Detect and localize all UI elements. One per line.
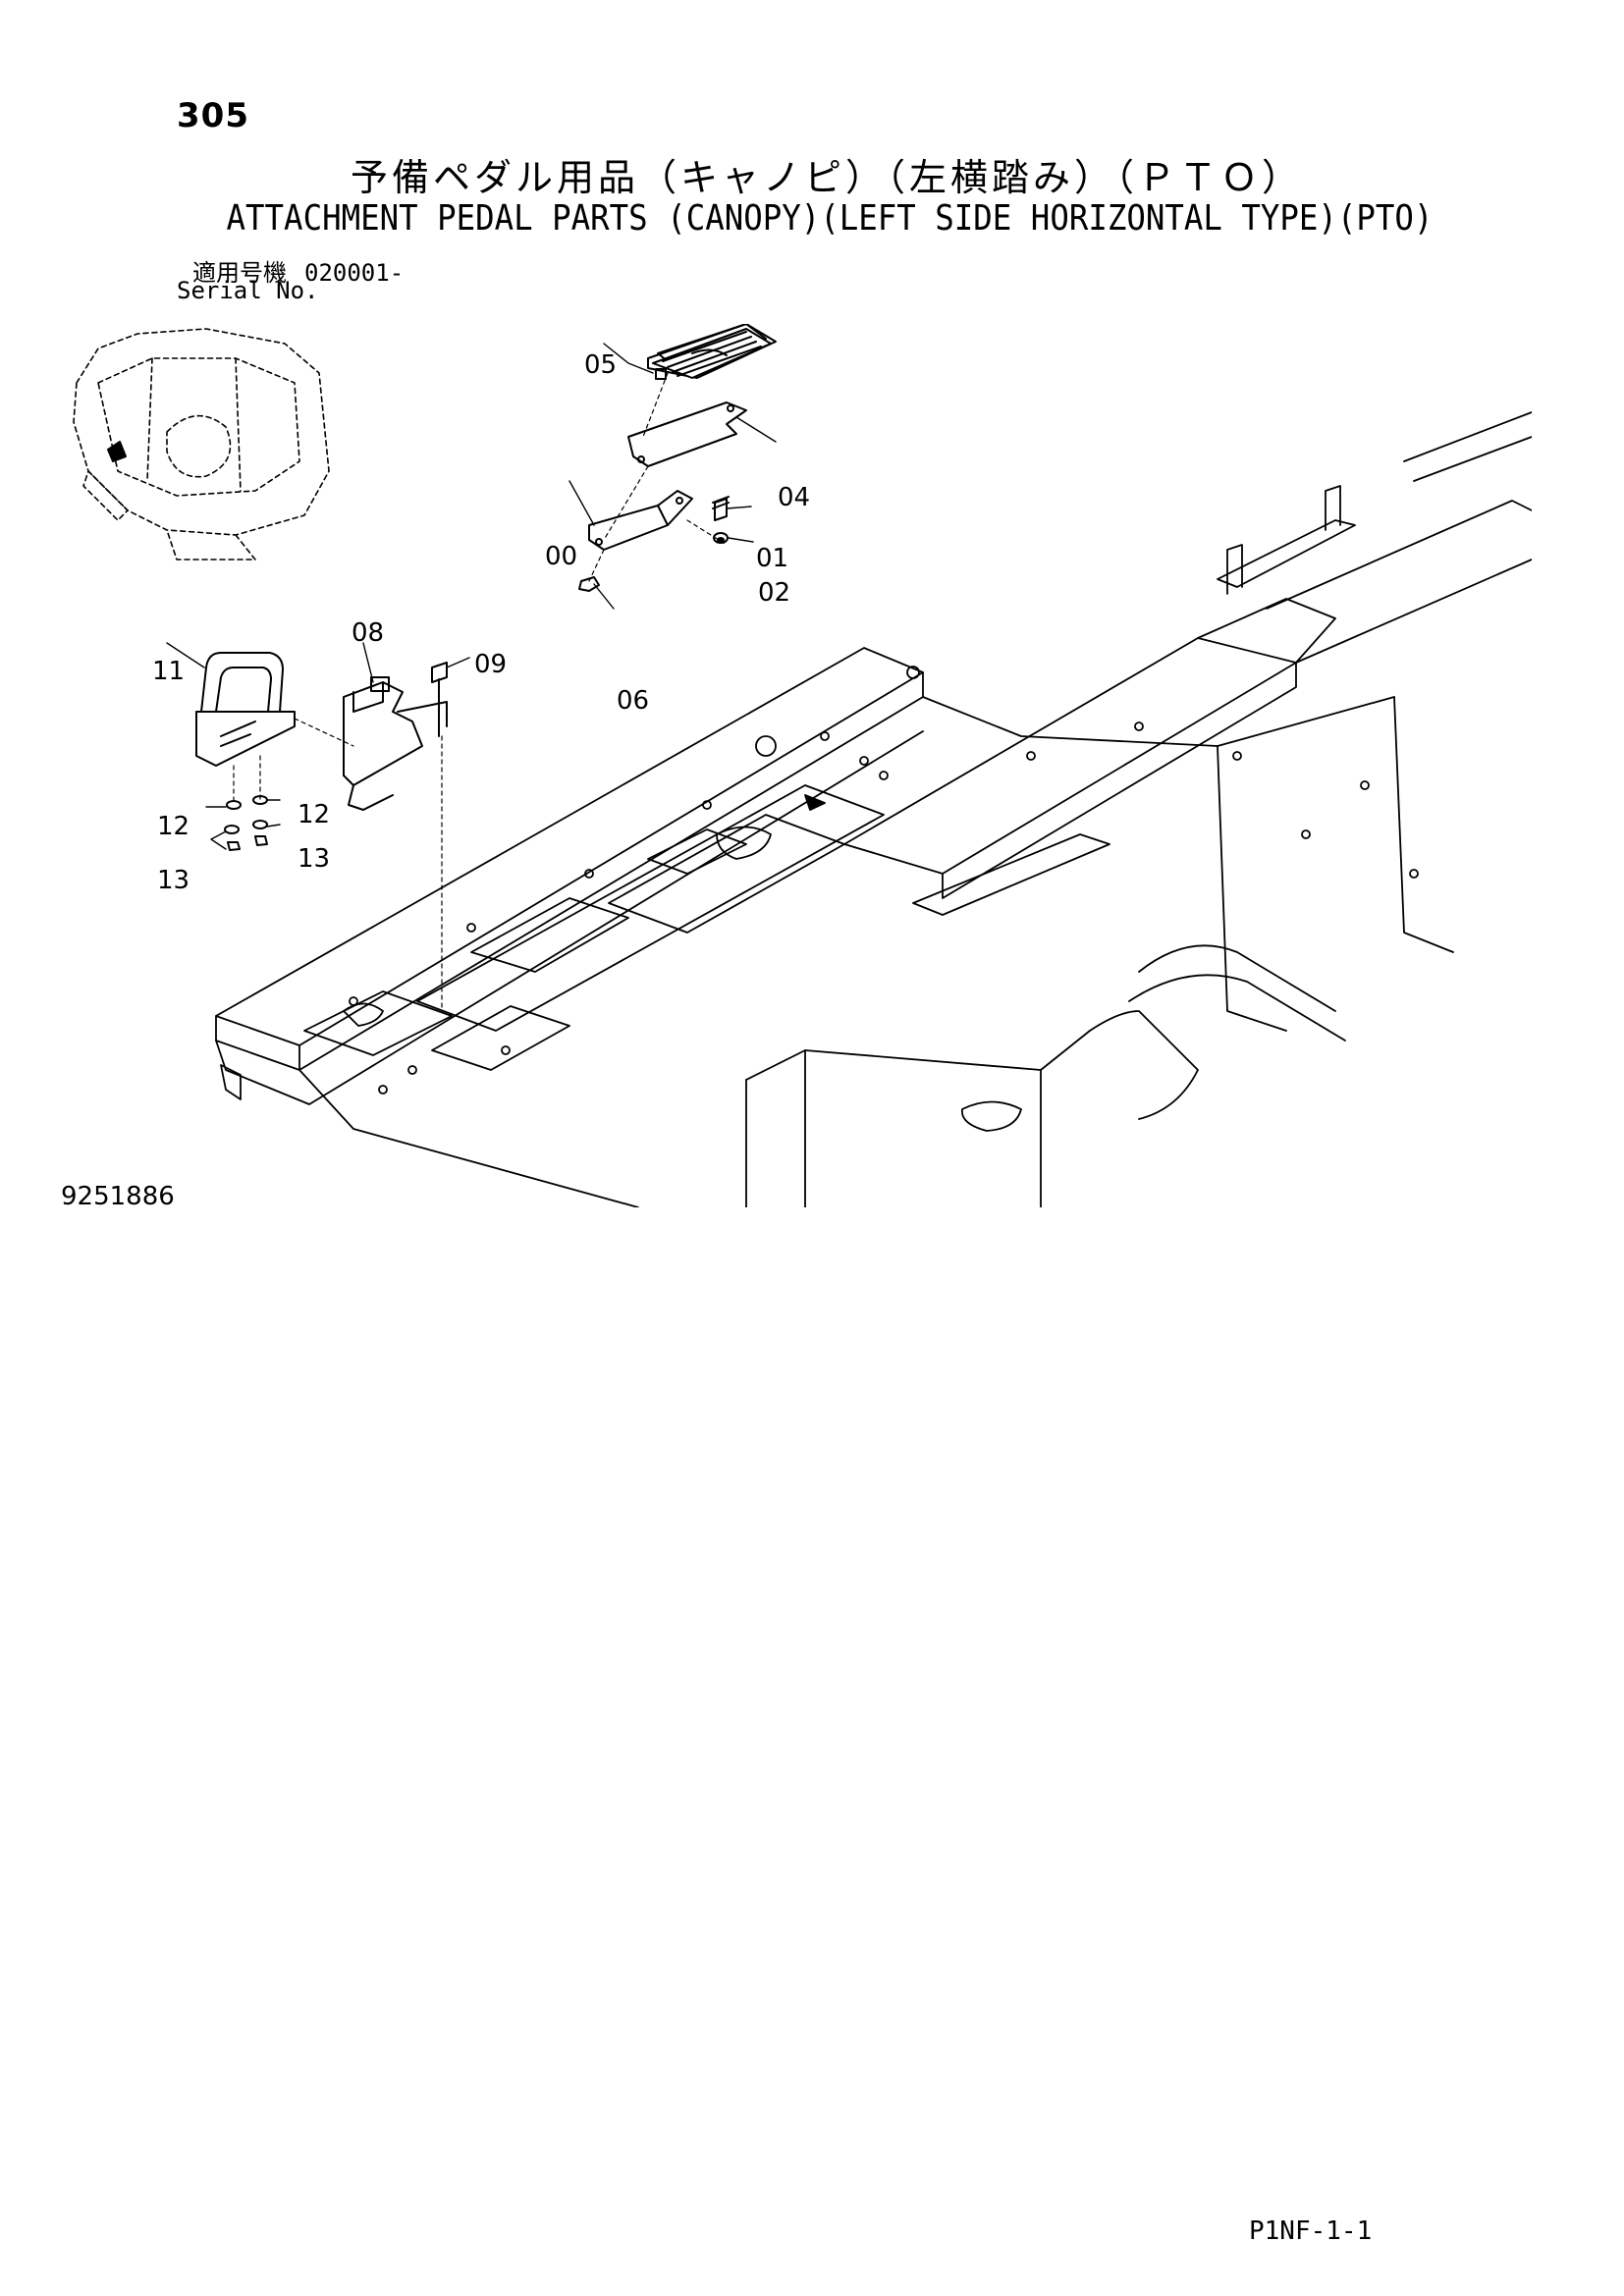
page-code: P1NF-1-1 bbox=[1249, 2216, 1373, 2246]
serial-label-english: Serial No. bbox=[177, 277, 319, 304]
washer-13-left bbox=[224, 825, 241, 851]
leader-lines bbox=[166, 343, 777, 850]
callout-06: 06 bbox=[617, 686, 649, 716]
callout-13-right: 13 bbox=[298, 844, 330, 874]
title-english: ATTACHMENT PEDAL PARTS (CANOPY)(LEFT SID… bbox=[226, 198, 1434, 239]
nut-06 bbox=[578, 576, 600, 592]
bolt-01 bbox=[712, 496, 730, 521]
callout-12-right: 12 bbox=[298, 800, 330, 829]
cab-thumbnail bbox=[73, 328, 330, 561]
drawing-number: 9251886 bbox=[61, 1182, 175, 1211]
cab-pedal-marker bbox=[107, 441, 127, 462]
bracket-11 bbox=[195, 652, 296, 767]
callout-13-left: 13 bbox=[157, 866, 189, 895]
bolt-09 bbox=[431, 662, 448, 737]
callout-08: 08 bbox=[352, 618, 384, 648]
callout-01: 01 bbox=[756, 544, 788, 573]
page-number: 305 bbox=[177, 96, 249, 135]
bracket-08 bbox=[343, 676, 448, 811]
alignment-dashes bbox=[233, 718, 443, 1012]
washer-02 bbox=[713, 532, 729, 544]
callout-09: 09 bbox=[474, 650, 507, 679]
title-japanese: 予備ペダル用品（キャノピ）（左横踏み）（ＰＴＯ） bbox=[350, 156, 1303, 199]
callout-11: 11 bbox=[152, 657, 185, 686]
bracket-04 bbox=[627, 401, 747, 467]
serial-value: 020001- bbox=[304, 259, 405, 287]
pedal-leader-dashes bbox=[588, 372, 728, 582]
serial-label-jp-text: 適用号機 bbox=[192, 259, 287, 287]
callout-05: 05 bbox=[584, 350, 617, 380]
parts-diagram: 05 04 01 02 00 06 08 09 11 12 12 13 13 bbox=[73, 324, 1532, 1207]
callout-02: 02 bbox=[758, 578, 790, 608]
chassis-frame bbox=[215, 411, 1532, 1207]
washer-13-right bbox=[252, 820, 268, 846]
callout-00: 00 bbox=[545, 542, 577, 571]
callout-12-left: 12 bbox=[157, 812, 189, 841]
pedal-05 bbox=[647, 324, 777, 380]
callout-04: 04 bbox=[778, 483, 810, 512]
bracket-00 bbox=[588, 490, 693, 551]
nut-12-left bbox=[226, 800, 242, 810]
serial-label-japanese: 適用号機 020001- bbox=[192, 253, 404, 288]
